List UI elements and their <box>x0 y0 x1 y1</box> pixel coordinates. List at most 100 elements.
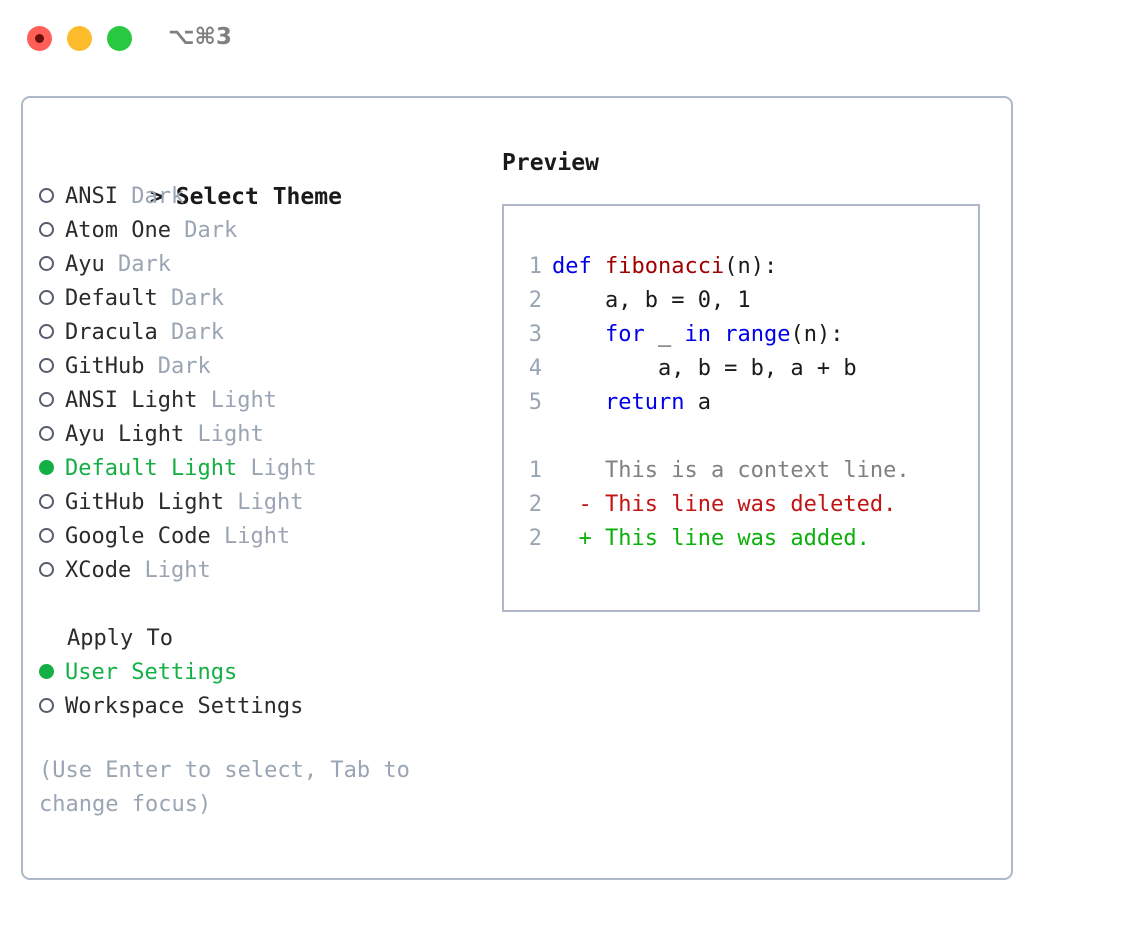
theme-name: ANSI <box>65 184 118 209</box>
window-controls <box>27 26 132 51</box>
theme-list-item[interactable]: Ayu Light Light <box>39 418 499 452</box>
theme-list-item[interactable]: Default Light Light <box>39 452 499 486</box>
theme-name: Default Light <box>65 456 238 481</box>
theme-list-item[interactable]: Ayu Dark <box>39 248 499 282</box>
code-token: return <box>604 390 685 415</box>
code-token: for <box>604 322 645 347</box>
theme-list-item[interactable]: Atom One Dark <box>39 214 499 248</box>
theme-list-item[interactable]: GitHub Light Light <box>39 486 499 520</box>
theme-variant-tag: Light <box>197 422 264 447</box>
select-theme-header-label: Select Theme <box>175 184 342 210</box>
select-theme-header: >Select Theme <box>39 146 499 210</box>
code-token: a <box>684 390 711 415</box>
code-diff-separator <box>504 420 978 454</box>
theme-list-item[interactable]: XCode Light <box>39 554 499 588</box>
line-number: 2 <box>528 288 542 313</box>
theme-name: Atom One <box>65 218 171 243</box>
diff-sign: + <box>552 526 605 551</box>
radio-unselected-icon[interactable] <box>39 350 65 384</box>
radio-selected-icon[interactable] <box>39 656 65 690</box>
line-number: 5 <box>528 390 542 415</box>
theme-name: Ayu Light <box>65 422 185 447</box>
minimize-button[interactable] <box>67 26 92 51</box>
radio-dot <box>39 187 54 203</box>
theme-list-item[interactable]: GitHub Dark <box>39 350 499 384</box>
code-token: in <box>684 322 711 347</box>
radio-unselected-icon[interactable] <box>39 554 65 588</box>
theme-name: Google Code <box>65 524 211 549</box>
line-number: 1 <box>528 458 542 483</box>
theme-list-item[interactable]: ANSI Light Light <box>39 384 499 418</box>
theme-list-item[interactable]: Google Code Light <box>39 520 499 554</box>
diff-text: This is a context line. <box>604 458 910 483</box>
apply-to-label: User Settings <box>65 660 238 685</box>
apply-to-item[interactable]: User Settings <box>39 656 499 690</box>
theme-variant-tag: Light <box>237 490 304 515</box>
apply-to-label: Workspace Settings <box>65 694 304 719</box>
radio-dot <box>39 289 54 305</box>
diff-text: This line was deleted. <box>604 492 897 517</box>
radio-dot <box>39 697 54 713</box>
code-token: (n): <box>790 322 844 347</box>
radio-unselected-icon[interactable] <box>39 418 65 452</box>
theme-variant-tag: Light <box>223 524 291 549</box>
theme-variant-tag: Dark <box>170 320 224 345</box>
radio-unselected-icon[interactable] <box>39 180 65 214</box>
theme-variant-tag: Light <box>144 558 211 583</box>
theme-variant-tag: Dark <box>118 252 171 277</box>
radio-dot <box>39 527 54 543</box>
code-token <box>552 390 605 415</box>
line-number: 2 <box>528 492 542 517</box>
keyboard-hint-text: (Use Enter to select, Tab to change focu… <box>39 758 424 817</box>
theme-variant-tag: Light <box>210 388 277 413</box>
theme-list-item[interactable]: ANSI Dark <box>39 180 499 214</box>
radio-dot <box>39 357 54 373</box>
line-number: 2 <box>528 526 542 551</box>
diff-line: 2 - This line was deleted. <box>504 488 978 522</box>
theme-name: GitHub <box>65 354 145 379</box>
radio-unselected-icon[interactable] <box>39 214 65 248</box>
radio-selected-icon[interactable] <box>39 452 65 486</box>
radio-unselected-icon[interactable] <box>39 316 65 350</box>
theme-variant-tag: Dark <box>184 218 238 243</box>
diff-sign <box>552 458 605 483</box>
radio-unselected-icon[interactable] <box>39 486 65 520</box>
radio-unselected-icon[interactable] <box>39 520 65 554</box>
diff-text: This line was added. <box>604 526 870 551</box>
diff-sign: - <box>552 492 605 517</box>
code-token: fibonacci <box>604 254 725 279</box>
line-number: 3 <box>528 322 542 347</box>
radio-unselected-icon[interactable] <box>39 690 65 724</box>
theme-name: ANSI Light <box>65 388 198 413</box>
radio-unselected-icon[interactable] <box>39 282 65 316</box>
radio-dot <box>39 493 54 509</box>
theme-name: GitHub Light <box>65 490 224 515</box>
radio-dot <box>39 255 54 271</box>
code-token: def <box>552 254 605 279</box>
radio-dot <box>39 663 54 679</box>
preview-header: Preview <box>502 150 599 176</box>
close-button[interactable] <box>27 26 52 51</box>
title-bar: ⌥⌘3 <box>0 0 1140 78</box>
code-token <box>711 322 724 347</box>
theme-list-item[interactable]: Default Dark <box>39 282 499 316</box>
theme-name: Default <box>65 286 158 311</box>
theme-name: Ayu <box>65 252 105 277</box>
radio-unselected-icon[interactable] <box>39 384 65 418</box>
theme-variant-tag: Dark <box>131 184 185 209</box>
code-line: 4 a, b = b, a + b <box>504 352 978 386</box>
theme-list-item[interactable]: Dracula Dark <box>39 316 499 350</box>
code-token: _ <box>644 322 685 347</box>
list-spacer <box>39 588 499 622</box>
apply-to-header: Apply To <box>67 626 173 651</box>
radio-dot <box>39 459 54 475</box>
radio-unselected-icon[interactable] <box>39 248 65 282</box>
apply-to-item[interactable]: Workspace Settings <box>39 690 499 724</box>
maximize-button[interactable] <box>107 26 132 51</box>
